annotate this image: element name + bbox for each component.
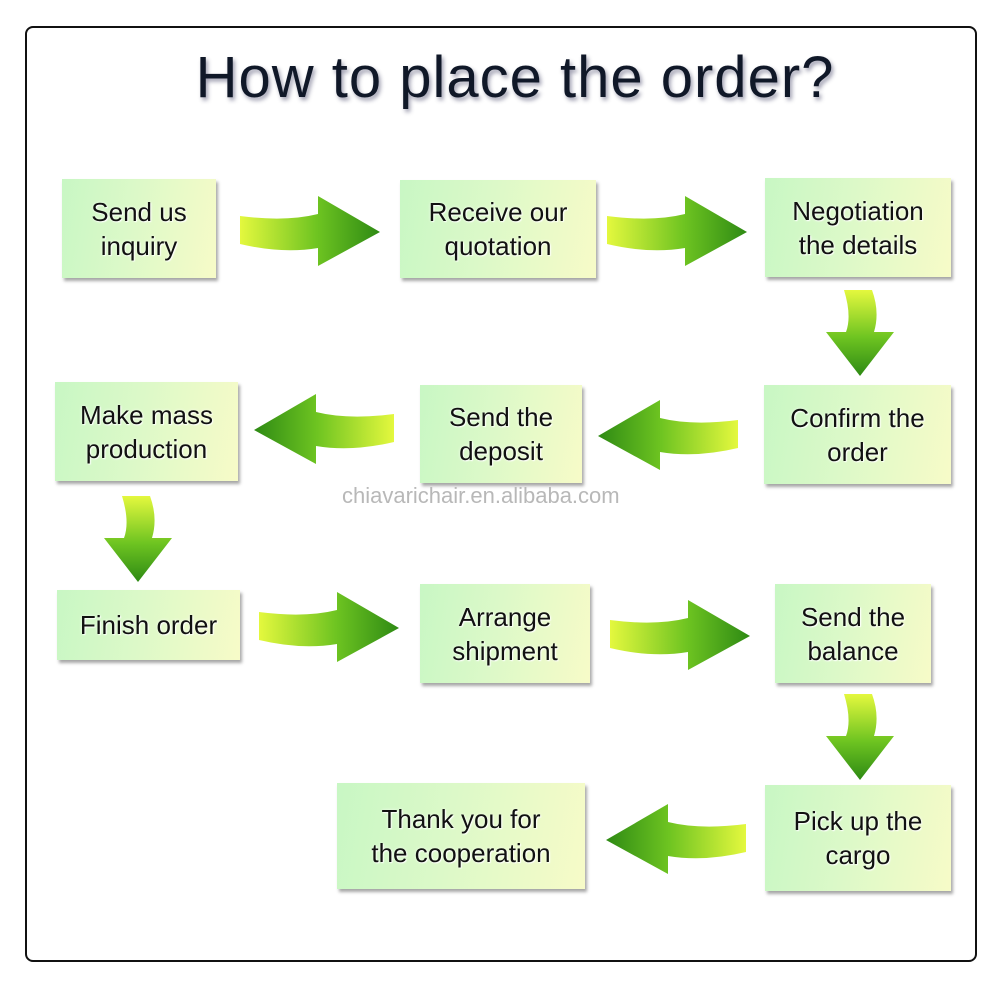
arrow-right-icon [607, 196, 747, 266]
arrow-down-icon [826, 694, 894, 780]
arrow-right-icon [259, 592, 399, 662]
diagram-title: How to place the order? [195, 45, 835, 110]
step-thank-you: Thank you for the cooperation [337, 783, 585, 889]
arrow-right-icon [240, 196, 380, 266]
arrow-left-icon [598, 400, 738, 470]
arrow-left-icon [606, 804, 746, 874]
step-finish-order: Finish order [57, 590, 240, 660]
step-receive-quotation: Receive our quotation [400, 180, 596, 278]
step-mass-production: Make mass production [55, 382, 238, 481]
arrow-down-icon [104, 496, 172, 582]
step-send-balance: Send the balance [775, 584, 931, 683]
arrow-down-icon [826, 290, 894, 376]
step-arrange-shipment: Arrange shipment [420, 584, 590, 683]
arrow-right-icon [610, 600, 750, 670]
watermark: chiavarichair.en.alibaba.com [342, 483, 620, 508]
step-confirm-order: Confirm the order [764, 385, 951, 484]
step-pick-up-cargo: Pick up the cargo [765, 785, 951, 891]
step-send-inquiry: Send us inquiry [62, 179, 216, 278]
arrow-left-icon [254, 394, 394, 464]
step-send-deposit: Send the deposit [420, 385, 582, 483]
step-negotiation: Negotiation the details [765, 178, 951, 277]
